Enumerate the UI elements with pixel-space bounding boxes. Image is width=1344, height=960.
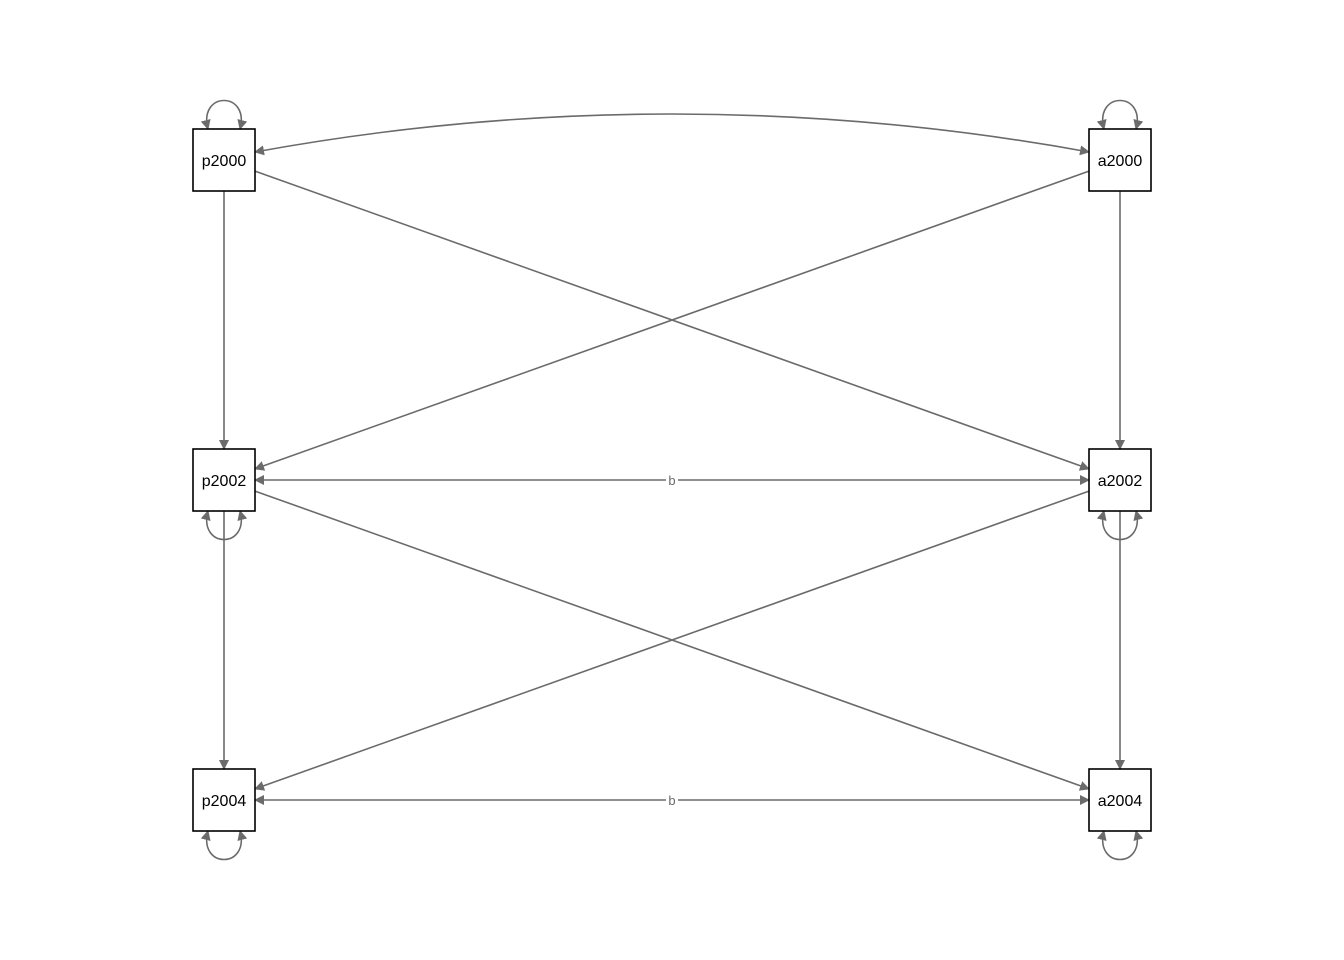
node-label-a2000: a2000 (1098, 153, 1143, 170)
node-p2000: p2000 (192, 128, 256, 192)
variance-loop-a2000 (1096, 99, 1144, 130)
node-box-p2000 (192, 128, 256, 192)
variance-loop-p2000 (200, 99, 248, 130)
node-box-a2004 (1088, 768, 1152, 832)
node-box-a2002 (1088, 448, 1152, 512)
node-box-p2002 (192, 448, 256, 512)
node-a2002: a2002 (1088, 448, 1152, 512)
node-label-p2004: p2004 (202, 793, 247, 810)
variance-loop-p2002 (200, 510, 248, 541)
variance-loop-p2004 (200, 830, 248, 861)
edge-a2002-p2004 (254, 490, 1090, 791)
edge-a2000-p2002 (254, 170, 1090, 471)
node-p2002: p2002 (192, 448, 256, 512)
node-label-a2002: a2002 (1098, 473, 1143, 490)
node-box-p2004 (192, 768, 256, 832)
node-label-a2004: a2004 (1098, 793, 1143, 810)
variance-loop-a2002 (1096, 510, 1144, 541)
edge-label-bg-p2004-a2004 (666, 792, 678, 808)
node-a2000: a2000 (1088, 128, 1152, 192)
node-a2004: a2004 (1088, 768, 1152, 832)
edges-layer: bb (200, 99, 1144, 861)
edge-label-bg-p2002-a2002 (666, 472, 678, 488)
edge-label-p2004-a2004: b (668, 793, 675, 808)
edge-p2000-a2000 (254, 113, 1090, 156)
nodes-layer: p2000 a2000 p2002 a2002 p2004 a2004 (192, 128, 1152, 832)
edge-label-p2002-a2002: b (668, 473, 675, 488)
node-label-p2000: p2000 (202, 153, 247, 170)
node-p2004: p2004 (192, 768, 256, 832)
node-label-p2002: p2002 (202, 473, 247, 490)
variance-loop-a2004 (1096, 830, 1144, 861)
node-box-a2000 (1088, 128, 1152, 192)
